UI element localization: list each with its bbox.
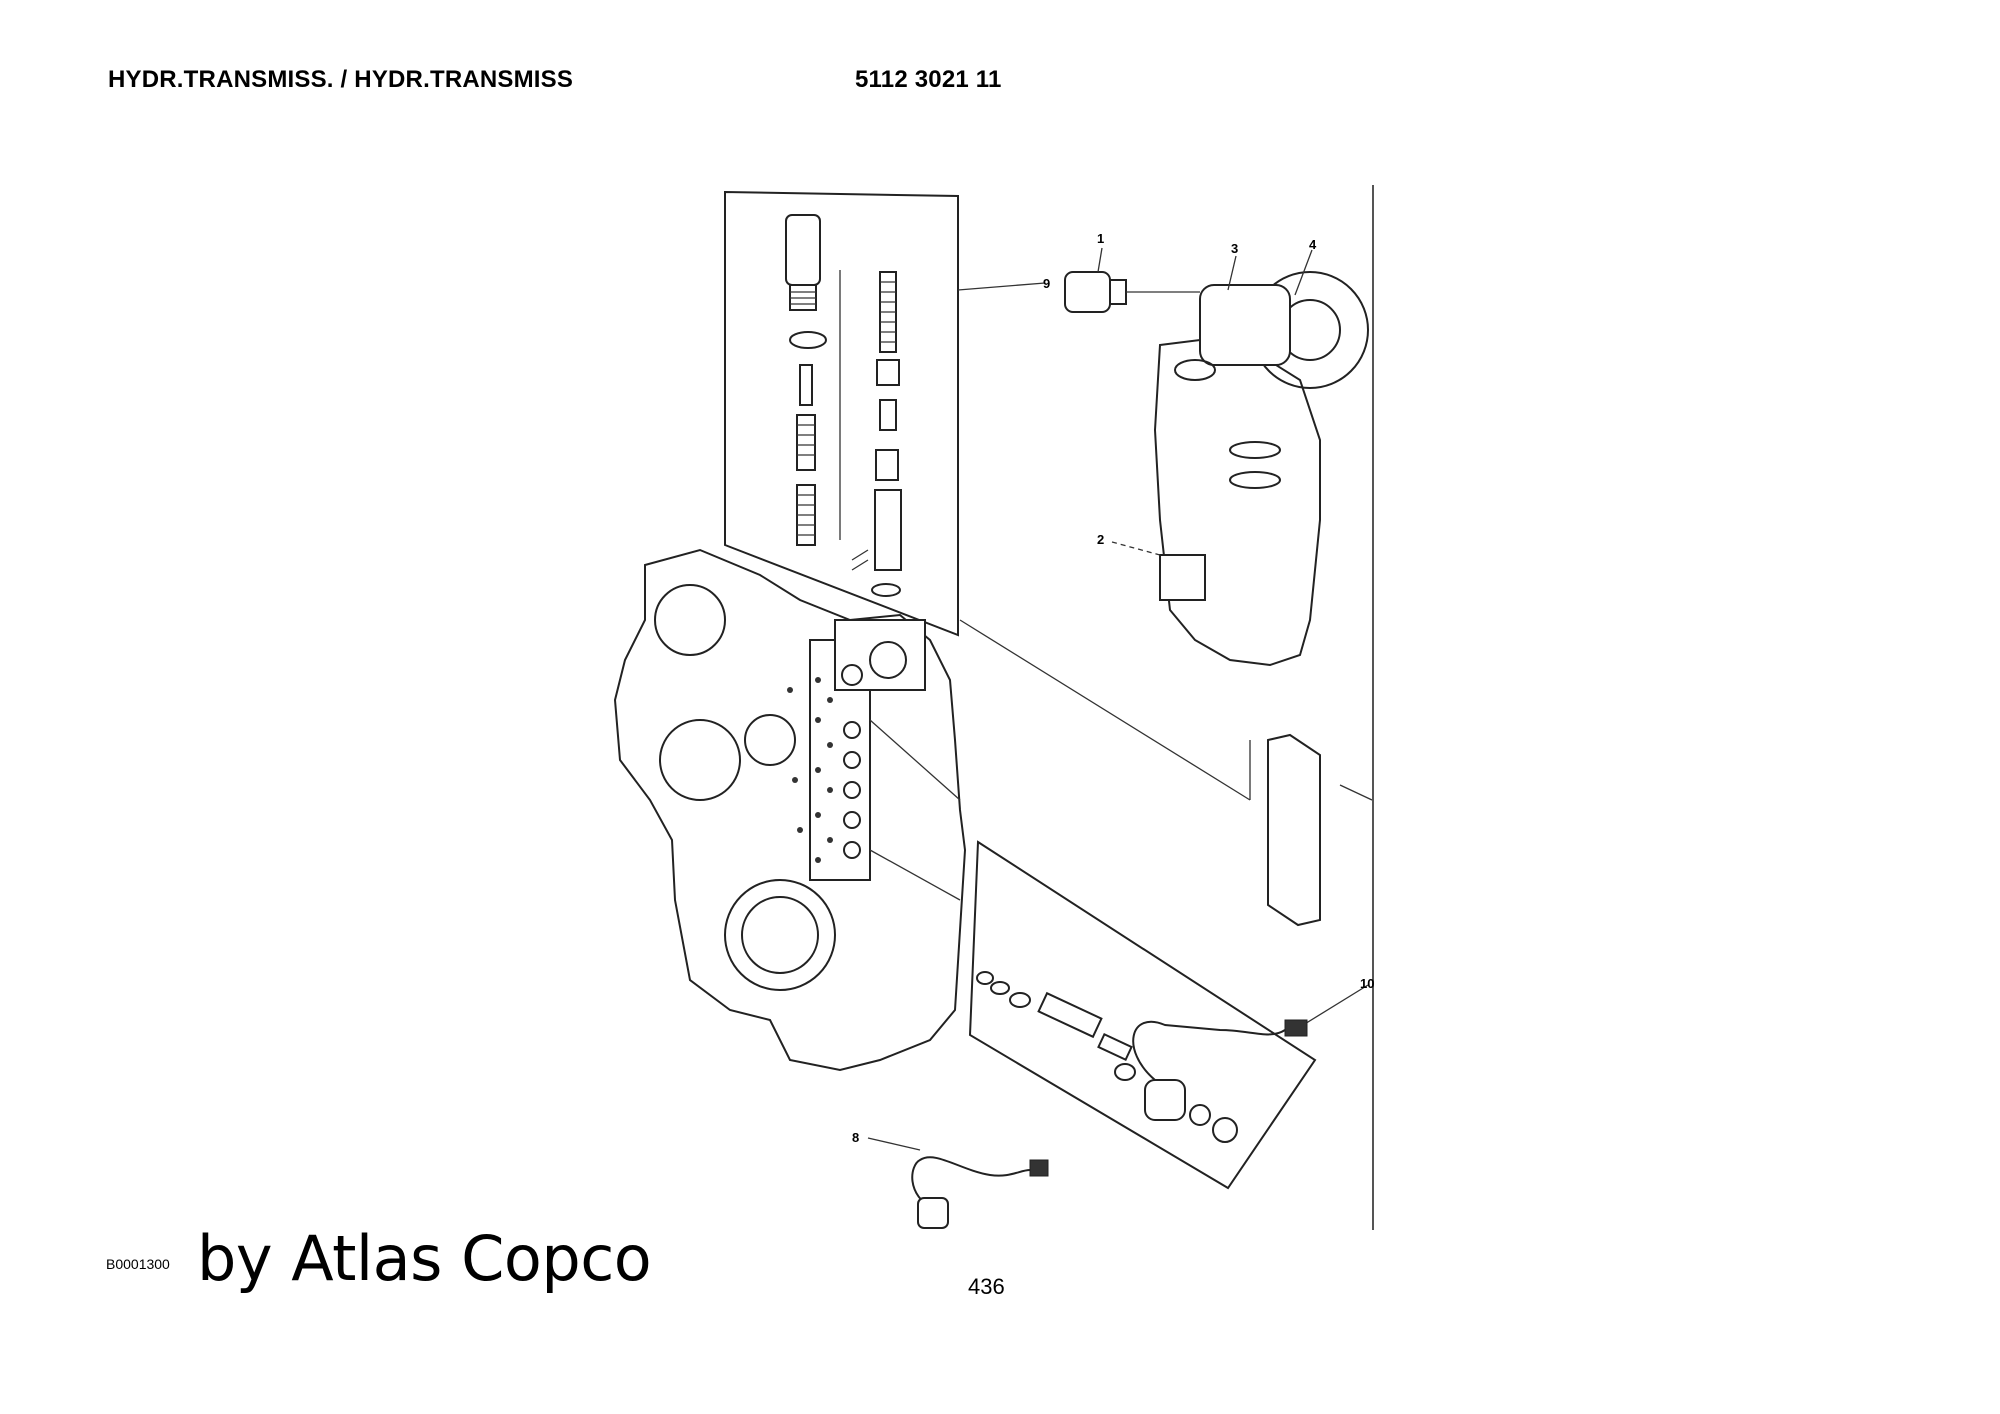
page-number: 436 (968, 1274, 1005, 1299)
callout-9: 9 (1043, 276, 1051, 291)
bracket-part (1249, 733, 1373, 927)
inset-solenoid (968, 840, 1369, 1190)
header-title: HYDR.TRANSMISS. / HYDR.TRANSMISS (108, 66, 574, 93)
callout-8: 8 (852, 1130, 860, 1145)
callout-1: 1 (1097, 231, 1105, 246)
callout-4: 4 (1309, 237, 1317, 252)
header-part-number: 5112 3021 11 (855, 66, 1002, 93)
callout-2: 2 (1097, 532, 1105, 547)
drawing-code: B0001300 (106, 1256, 170, 1272)
transmission-housing (613, 548, 1251, 1072)
inset-valve-assembly (724, 190, 1046, 637)
pump-housing (1064, 271, 1369, 667)
brand-caption: by Atlas Copco (197, 1222, 652, 1295)
callout-10: 10 (1360, 976, 1375, 991)
callout-3: 3 (1231, 241, 1239, 256)
sensor-cable-part (867, 1137, 1049, 1229)
